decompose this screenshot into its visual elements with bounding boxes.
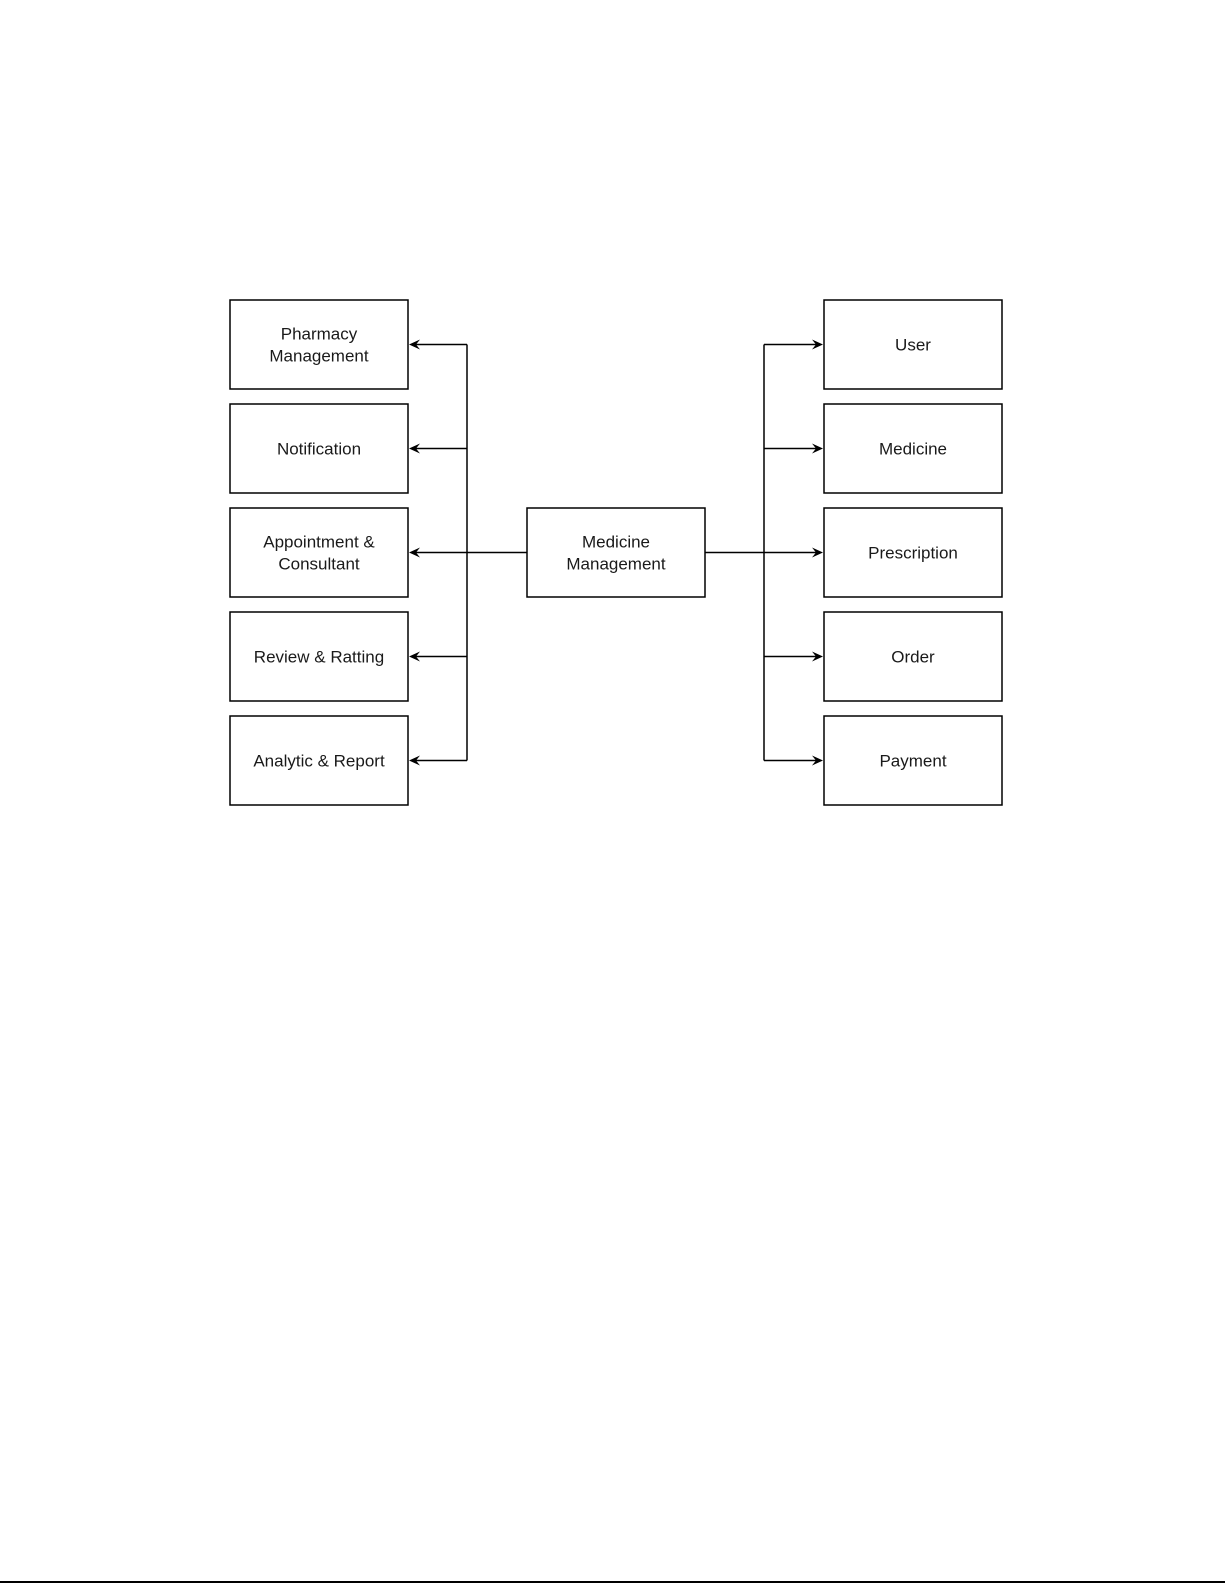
node-appointment-consultant-box <box>230 508 408 597</box>
node-prescription-label: Prescription <box>868 544 958 563</box>
node-order: Order <box>824 612 1002 701</box>
node-payment-label: Payment <box>879 752 946 771</box>
node-analytic-report-label: Analytic & Report <box>253 752 385 771</box>
node-pharmacy-management-label: Management <box>269 347 369 366</box>
node-prescription: Prescription <box>824 508 1002 597</box>
page-bottom-border <box>0 1581 1225 1583</box>
node-analytic-report: Analytic & Report <box>230 716 408 805</box>
node-user: User <box>824 300 1002 389</box>
center-node-medicine-management-label: Management <box>566 555 666 574</box>
center-node-medicine-management-box <box>527 508 705 597</box>
nodes: MedicineManagementPharmacyManagementNoti… <box>230 300 1002 805</box>
node-notification: Notification <box>230 404 408 493</box>
node-medicine: Medicine <box>824 404 1002 493</box>
node-appointment-consultant-label: Appointment & <box>263 533 375 552</box>
node-review-ratting: Review & Ratting <box>230 612 408 701</box>
node-pharmacy-management-label: Pharmacy <box>281 325 358 344</box>
node-payment: Payment <box>824 716 1002 805</box>
node-medicine-label: Medicine <box>879 440 947 459</box>
node-user-label: User <box>895 336 931 355</box>
node-order-label: Order <box>891 648 935 667</box>
node-pharmacy-management-box <box>230 300 408 389</box>
center-node-medicine-management-label: Medicine <box>582 533 650 552</box>
node-review-ratting-label: Review & Ratting <box>254 648 384 667</box>
node-appointment-consultant: Appointment & Consultant <box>230 508 408 597</box>
node-notification-label: Notification <box>277 440 361 459</box>
node-appointment-consultant-label: Consultant <box>278 555 360 574</box>
